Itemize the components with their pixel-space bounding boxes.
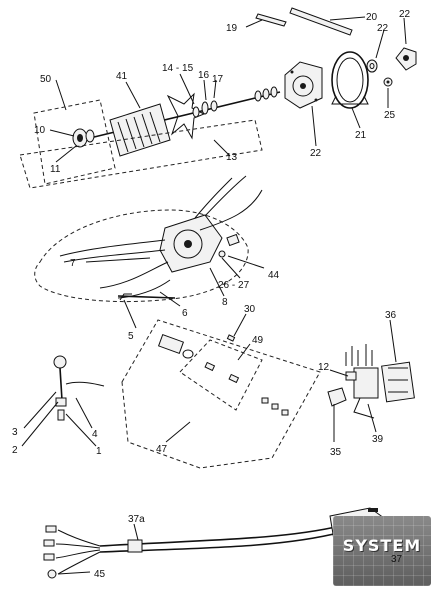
speed-control-box-49: [179, 339, 263, 411]
callout-12: 12: [318, 362, 330, 373]
callout-30: 30: [244, 304, 256, 315]
callout-35: 35: [330, 447, 342, 458]
callout-4: 4: [92, 429, 98, 440]
callout-22-top: 22: [399, 9, 411, 20]
callout-21: 21: [355, 130, 367, 141]
callout-14-15: 14 - 15: [162, 63, 194, 74]
callout-44: 44: [268, 270, 280, 281]
leader-lines: [21, 16, 407, 575]
watermark-grid: [333, 516, 431, 586]
brush-holder-5-6: [117, 293, 176, 301]
callout-13: 13: [226, 152, 238, 163]
field-coil-assembly: [34, 175, 263, 303]
callout-41: 41: [116, 71, 128, 82]
callout-7: 7: [70, 258, 76, 269]
washer-22: [366, 59, 378, 73]
housing-ring-21: [331, 51, 369, 109]
callout-22-washer: 22: [377, 23, 389, 34]
callout-17: 17: [212, 74, 224, 85]
field-case-outline: [19, 119, 263, 189]
brush-spring-1-4: [53, 355, 105, 421]
callout-11: 11: [50, 164, 61, 175]
callout-10: 10: [34, 125, 46, 136]
callout-47: 47: [156, 444, 168, 455]
armature-41: [89, 91, 281, 157]
watermark-callout-37: 37: [391, 554, 403, 565]
callout-16: 16: [198, 70, 210, 81]
callout-5: 5: [128, 331, 134, 342]
callout-39: 39: [372, 434, 384, 445]
screw-25: [383, 77, 393, 87]
callout-36: 36: [385, 310, 397, 321]
callout-37a: 37a: [128, 514, 145, 525]
end-bell-22: [284, 61, 323, 109]
callout-26-27: 26 - 27: [218, 280, 250, 291]
callout-19: 19: [226, 23, 238, 34]
brush-strip-20: [289, 7, 353, 36]
callout-1: 1: [96, 446, 102, 457]
shaft-washers-16-17: [192, 86, 278, 118]
callout-6: 6: [182, 308, 188, 319]
callout-2: 2: [12, 445, 18, 456]
callout-49: 49: [252, 335, 264, 346]
callout-45: 45: [94, 569, 106, 580]
callout-22-bell: 22: [310, 148, 322, 159]
bearing-assembly-box-50: [33, 99, 116, 185]
watermark-text: SYSTEM: [342, 536, 422, 555]
brush-strip-19: [255, 13, 287, 27]
cord-leads-37a: [43, 525, 143, 579]
callout-3: 3: [12, 427, 18, 438]
callout-25: 25: [384, 110, 396, 121]
speed-control-box-47: [121, 319, 321, 469]
end-cap-22: [395, 47, 417, 71]
connector-12: [345, 371, 357, 381]
governor-parts: [157, 333, 289, 416]
switch-assembly-36-39: [345, 344, 415, 419]
callout-20: 20: [366, 12, 378, 23]
terminal-block-35: [327, 387, 347, 407]
callout-8: 8: [222, 297, 228, 308]
watermark-logo: SYSTEM 37: [333, 516, 431, 586]
callout-50: 50: [40, 74, 52, 85]
callout-labels: 19 20 22 22 25 21 22 14 - 15 16 17 41 50…: [12, 9, 411, 580]
